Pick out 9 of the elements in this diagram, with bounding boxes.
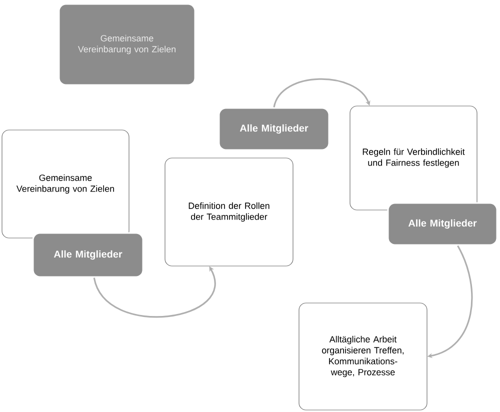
goal-box: Gemeinsame Vereinbarung von Zielen [58, 3, 196, 86]
curved-arrow [273, 78, 370, 108]
step-box: Regeln für Verbindlichkeit und Fairness festlegen [350, 106, 478, 210]
step-box: Alltägliche Arbeit organisieren Treffen, Kommunikations-wege, Prozesse [298, 302, 428, 410]
step-box: Definition der Rollen der Teammitglieder [164, 158, 294, 266]
member-tab: Alle Mitglieder [32, 232, 144, 278]
member-tab: Alle Mitglieder [218, 107, 330, 151]
step-box: Gemeinsame Vereinbarung von Zielen [2, 130, 130, 238]
member-tab: Alle Mitglieder [387, 202, 498, 246]
